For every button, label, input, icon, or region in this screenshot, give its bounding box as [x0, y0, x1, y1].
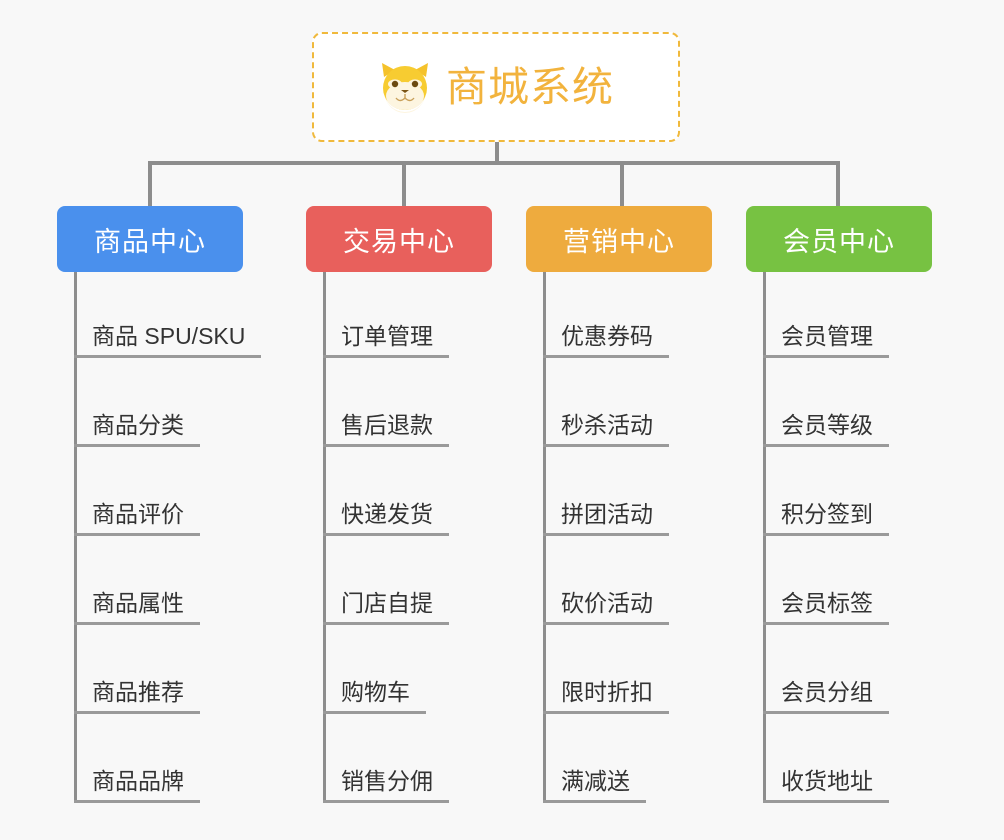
leaf-item[interactable]: 会员分组 — [763, 628, 889, 717]
leaf-item-label: 快递发货 — [323, 503, 449, 536]
connector-root-stem — [495, 142, 499, 164]
leaf-item[interactable]: 商品评价 — [74, 450, 261, 539]
leaf-item-label: 商品属性 — [74, 592, 200, 625]
leaf-item-label: 商品品牌 — [74, 770, 200, 803]
leaf-item[interactable]: 砍价活动 — [543, 539, 669, 628]
branch-trunk-1 — [74, 272, 77, 802]
leaf-list-1: 商品 SPU/SKU 商品分类商品评价商品属性商品推荐商品品牌 — [74, 272, 262, 806]
leaf-item[interactable]: 售后退款 — [323, 361, 449, 450]
leaf-item[interactable]: 积分签到 — [763, 450, 889, 539]
leaf-item-label: 门店自提 — [323, 592, 449, 625]
branch-header-3[interactable]: 营销中心 — [526, 206, 712, 272]
leaf-item[interactable]: 会员管理 — [763, 272, 889, 361]
leaf-item-label: 会员等级 — [763, 414, 889, 447]
branch-column-4: 会员中心 — [746, 206, 932, 272]
leaf-item-label: 商品分类 — [74, 414, 200, 447]
leaf-item-label: 购物车 — [323, 681, 426, 714]
leaf-item-label: 会员分组 — [763, 681, 889, 714]
leaf-item[interactable]: 订单管理 — [323, 272, 449, 361]
leaf-item-label: 满减送 — [543, 770, 646, 803]
leaf-item[interactable]: 会员标签 — [763, 539, 889, 628]
branch-column-3: 营销中心 — [526, 206, 712, 272]
leaf-item[interactable]: 会员等级 — [763, 361, 889, 450]
leaf-item[interactable]: 购物车 — [323, 628, 449, 717]
leaf-item[interactable]: 拼团活动 — [543, 450, 669, 539]
root-node[interactable]: 商城系统 — [312, 32, 680, 142]
branch-trunk-3 — [543, 272, 546, 802]
leaf-item-label: 拼团活动 — [543, 503, 669, 536]
leaf-list-2: 订单管理售后退款快递发货门店自提购物车销售分佣 — [323, 272, 449, 806]
shiba-dog-face-icon — [378, 61, 432, 113]
leaf-item[interactable]: 优惠券码 — [543, 272, 669, 361]
leaf-item[interactable]: 快递发货 — [323, 450, 449, 539]
leaf-item[interactable]: 满减送 — [543, 717, 669, 806]
leaf-item[interactable]: 商品品牌 — [74, 717, 261, 806]
connector-drop-4 — [836, 161, 840, 206]
leaf-item-label: 售后退款 — [323, 414, 449, 447]
leaf-item[interactable]: 销售分佣 — [323, 717, 449, 806]
leaf-item-label: 商品 SPU/SKU — [74, 325, 262, 358]
leaf-item-label: 限时折扣 — [543, 681, 669, 714]
connector-drop-1 — [148, 161, 152, 206]
leaf-item-label: 会员标签 — [763, 592, 889, 625]
connector-horizontal-bus — [148, 161, 840, 165]
branch-header-1[interactable]: 商品中心 — [57, 206, 243, 272]
leaf-item-label: 商品推荐 — [74, 681, 200, 714]
leaf-item-label: 砍价活动 — [543, 592, 669, 625]
branch-header-2[interactable]: 交易中心 — [306, 206, 492, 272]
leaf-item[interactable]: 商品属性 — [74, 539, 261, 628]
leaf-item-label: 商品评价 — [74, 503, 200, 536]
leaf-item[interactable]: 收货地址 — [763, 717, 889, 806]
branch-trunk-4 — [763, 272, 766, 802]
leaf-item[interactable]: 秒杀活动 — [543, 361, 669, 450]
leaf-item-label: 销售分佣 — [323, 770, 449, 803]
branch-header-4[interactable]: 会员中心 — [746, 206, 932, 272]
leaf-item[interactable]: 商品分类 — [74, 361, 261, 450]
leaf-item-label: 秒杀活动 — [543, 414, 669, 447]
leaf-item-label: 收货地址 — [763, 770, 889, 803]
branch-column-2: 交易中心 — [306, 206, 492, 272]
leaf-item-label: 优惠券码 — [543, 325, 669, 358]
branch-trunk-2 — [323, 272, 326, 802]
leaf-item[interactable]: 门店自提 — [323, 539, 449, 628]
leaf-item-label: 订单管理 — [323, 325, 449, 358]
leaf-item-label: 积分签到 — [763, 503, 889, 536]
leaf-item[interactable]: 限时折扣 — [543, 628, 669, 717]
leaf-list-3: 优惠券码秒杀活动拼团活动砍价活动限时折扣满减送 — [543, 272, 669, 806]
leaf-item[interactable]: 商品 SPU/SKU — [74, 272, 262, 361]
leaf-item-label: 会员管理 — [763, 325, 889, 358]
root-title: 商城系统 — [446, 63, 614, 110]
branch-column-1: 商品中心 — [57, 206, 243, 272]
connector-drop-2 — [402, 161, 406, 206]
leaf-item[interactable]: 商品推荐 — [74, 628, 261, 717]
leaf-list-4: 会员管理会员等级积分签到会员标签会员分组收货地址 — [763, 272, 889, 806]
connector-drop-3 — [620, 161, 624, 206]
